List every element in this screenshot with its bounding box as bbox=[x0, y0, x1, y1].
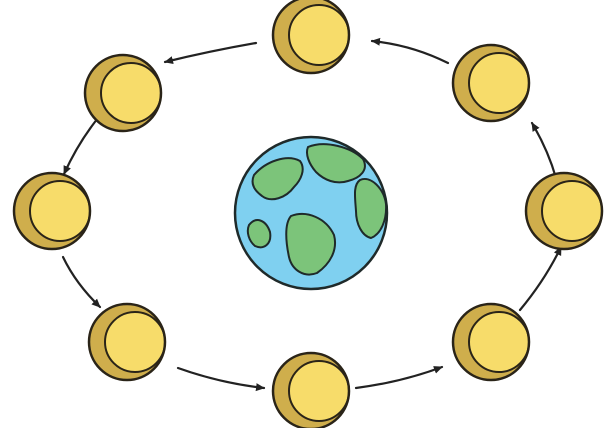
orbit-arrow bbox=[372, 41, 448, 63]
orbit-arrow bbox=[63, 257, 100, 307]
moon-icon bbox=[526, 173, 602, 249]
moon-icon bbox=[273, 353, 349, 428]
earth-icon bbox=[235, 137, 387, 289]
moon-icon bbox=[85, 55, 161, 131]
orbit-arrow bbox=[520, 247, 561, 310]
orbit-arrow bbox=[64, 118, 98, 174]
moon-icon bbox=[273, 0, 349, 73]
moon-icon bbox=[453, 45, 529, 121]
orbit-arrow bbox=[178, 368, 264, 388]
orbit-arrow bbox=[165, 43, 256, 62]
moon-icon bbox=[14, 173, 90, 249]
orbit-arrow bbox=[532, 123, 556, 178]
moon-icon bbox=[453, 304, 529, 380]
orbit-arrow bbox=[356, 367, 442, 388]
moon-icon bbox=[89, 304, 165, 380]
